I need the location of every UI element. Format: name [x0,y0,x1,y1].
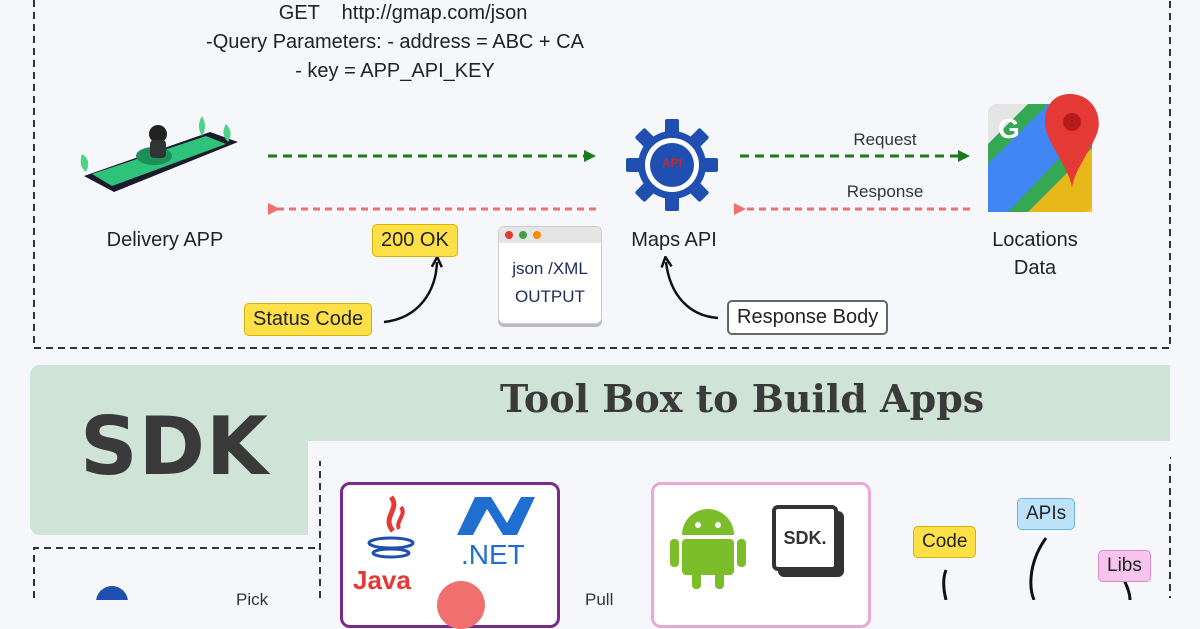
api-badge-label: API [661,156,682,170]
output-line-label: OUTPUT [515,287,585,306]
arrow-response-body [666,262,719,320]
android-icon [670,509,746,589]
arrow-status-code [383,262,437,324]
maximize-dot-icon [519,231,527,239]
java-label: Java [353,565,411,595]
apis-curve [1029,537,1048,600]
response-body-tag: Response Body [727,300,889,335]
request-line-query: -Query Parameters: - address = ABC + CA [206,31,584,53]
api-gear-icon [626,119,718,211]
java-icon [367,495,415,559]
platforms-box: SDK. [651,482,871,628]
mobile-icon [437,581,485,629]
top-frame [33,0,1171,349]
dotnet-label: .NET [461,539,525,570]
apis-tag: APIs [1017,498,1076,530]
sdk-title: SDK [80,400,270,493]
delivery-app-icon [80,116,238,192]
locations-data-label-2: Data [1013,257,1057,279]
delivery-app-label: Delivery APP [106,229,224,251]
output-window-titlebar [499,227,601,243]
output-window: json /XML OUTPUT [498,226,602,324]
sdk-frame-left [33,547,320,598]
locations-data-label-1: Locations [992,229,1078,251]
maps-api-label: Maps API [631,229,717,251]
languages-box: Java .NET [340,482,560,629]
pull-label: Pull [585,590,614,609]
output-line-format: json /XML [512,259,588,278]
pick-label: Pick [236,590,269,609]
request-line-get: GET http://gmap.com/json [278,2,528,24]
status-ok-tag: 200 OK [372,224,458,257]
close-dot-icon [505,231,513,239]
toolbox-title: Tool Box to Build Apps [500,376,985,421]
minimize-dot-icon [533,231,541,239]
diagram-canvas: G [33,0,1171,600]
code-tag: Code [913,526,977,558]
svg-text:G: G [998,113,1020,144]
request-arrow-label: Request [853,130,917,149]
request-line-key: - key = APP_API_KEY [295,60,495,82]
sdk-logo-label: SDK. [783,528,827,548]
libs-curve [1122,579,1132,600]
code-curve [942,569,948,600]
response-arrow-label: Response [846,182,924,201]
sdk-logo-icon: SDK. [772,505,838,571]
libs-tag: Libs [1098,550,1151,582]
google-maps-icon: G [988,94,1099,212]
sdk-block [30,365,308,535]
banner-notch [308,441,1170,461]
status-code-tag: Status Code [244,303,373,336]
user-avatar-partial [96,586,128,600]
dotnet-icon [457,497,535,535]
